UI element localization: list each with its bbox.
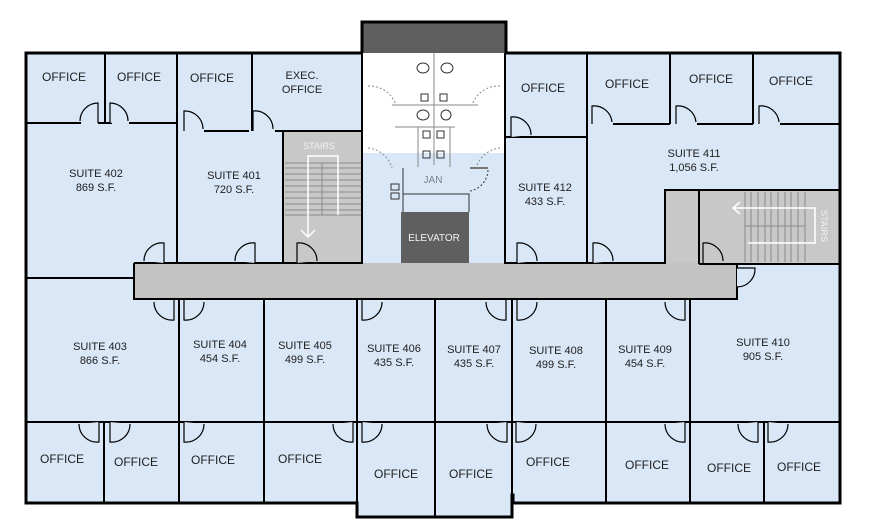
suite-412[interactable]: SUITE 412 433 S.F. [518,182,572,208]
stairs-east-label: STAIRS [819,210,829,242]
room-office[interactable]: OFFICE [190,71,234,85]
elevator-fill [401,212,469,264]
toilet-icon [440,109,452,121]
room-fills [26,22,840,517]
stairs-east-arrow-icon [733,207,816,244]
stairs-west-label: STAIRS [303,141,335,151]
janitor-closet [390,167,489,212]
suite-407[interactable]: SUITE 407 435 S.F. [447,344,501,370]
stair-treads [285,162,806,262]
sink-icon [436,130,445,139]
suite-404[interactable]: SUITE 404 454 S.F. [193,339,247,365]
stairs-west-arrow-icon [307,155,339,236]
room-exec-office[interactable]: EXEC. OFFICE [281,70,323,96]
suite-409[interactable]: SUITE 409 454 S.F. [618,344,672,370]
room-office[interactable]: OFFICE [625,458,669,472]
room-office[interactable]: OFFICE [117,70,161,84]
toilet-icon [416,109,430,121]
room-office[interactable]: OFFICE [707,461,751,475]
walls [24,20,842,519]
sink-icon [439,93,448,102]
suite-406[interactable]: SUITE 406 435 S.F. [367,343,421,369]
room-office[interactable]: OFFICE [278,452,322,466]
suite-405[interactable]: SUITE 405 499 S.F. [278,340,332,366]
suite-403[interactable]: SUITE 403 866 S.F. [73,341,127,367]
room-office[interactable]: OFFICE [689,72,733,86]
suite-410[interactable]: SUITE 410 905 S.F. [736,337,790,363]
sink-icon [422,130,431,139]
doors [78,102,789,443]
room-office[interactable]: OFFICE [777,460,821,474]
suite-408[interactable]: SUITE 408 499 S.F. [529,345,583,371]
toilet-icon [416,62,430,74]
restroom-fixtures [367,53,501,169]
room-office[interactable]: OFFICE [521,81,565,95]
suite-411[interactable]: SUITE 411 1,056 S.F. [667,148,721,174]
stairs-east-fill [665,190,840,264]
room-office[interactable]: OFFICE [526,455,570,469]
room-office[interactable]: OFFICE [605,77,649,91]
room-office[interactable]: OFFICE [769,74,813,88]
sink-icon [420,93,429,102]
corridor-fill [134,263,737,299]
sink-icon [422,150,431,159]
janitor-label: JAN [423,175,443,186]
toilet-icon [440,62,454,74]
room-office[interactable]: OFFICE [374,467,418,481]
sink-icon [436,150,445,159]
room-office[interactable]: OFFICE [191,453,235,467]
room-office[interactable]: OFFICE [114,455,158,469]
elevator-label: ELEVATOR [408,233,460,244]
room-office[interactable]: OFFICE [449,467,493,481]
room-office[interactable]: OFFICE [42,70,86,84]
room-office[interactable]: OFFICE [40,452,84,466]
suite-401[interactable]: SUITE 401 720 S.F. [207,170,261,196]
suite-402[interactable]: SUITE 402 869 S.F. [69,168,123,194]
